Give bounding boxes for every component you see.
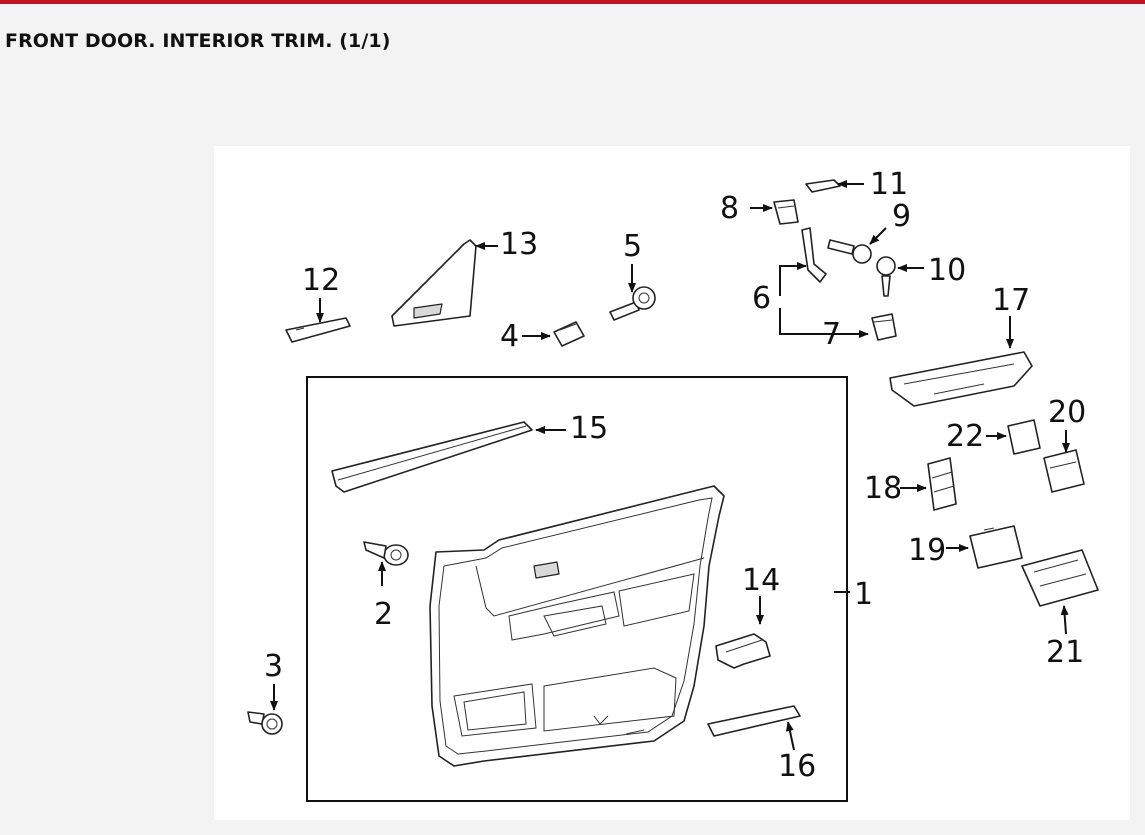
callout-5[interactable]: 5 <box>623 229 642 264</box>
leader-16 <box>785 721 795 751</box>
callout-20[interactable]: 20 <box>1048 395 1086 430</box>
callout-13[interactable]: 13 <box>500 227 538 262</box>
top-accent-bar <box>0 0 1145 4</box>
part-17-switch-base[interactable] <box>889 351 1033 407</box>
diagram-canvas: 1 2 3 4 5 6 7 8 9 10 11 12 13 14 15 16 1… <box>247 167 1099 802</box>
callout-16[interactable]: 16 <box>778 749 816 784</box>
part-18-switch[interactable] <box>927 457 957 511</box>
part-10-screw[interactable] <box>876 256 896 297</box>
callout-17[interactable]: 17 <box>992 283 1030 318</box>
part-7-clip[interactable] <box>871 313 897 341</box>
part-14-bracket[interactable] <box>715 633 771 669</box>
page-title: FRONT DOOR. INTERIOR TRIM. (1/1) <box>5 30 391 52</box>
leader-9 <box>869 227 887 245</box>
callout-6[interactable]: 6 <box>752 281 771 316</box>
parts-diagram: 1 2 3 4 5 6 7 8 9 10 11 12 13 14 15 16 1… <box>214 146 1130 820</box>
callout-19[interactable]: 19 <box>908 533 946 568</box>
callout-4[interactable]: 4 <box>500 319 519 354</box>
callout-12[interactable]: 12 <box>302 263 340 298</box>
assembly-frame <box>306 376 848 802</box>
part-1-door-panel[interactable] <box>429 485 725 767</box>
callout-2[interactable]: 2 <box>374 597 393 632</box>
part-20-switch[interactable] <box>1043 449 1085 493</box>
part-19-switch[interactable] <box>969 525 1023 569</box>
callout-22[interactable]: 22 <box>946 419 984 454</box>
part-8-clip[interactable] <box>773 199 799 225</box>
part-21-master-switch[interactable] <box>1021 549 1099 607</box>
callout-15[interactable]: 15 <box>570 411 608 446</box>
callout-8[interactable]: 8 <box>720 191 739 226</box>
part-9-screw[interactable] <box>827 239 872 264</box>
leader-7 <box>779 308 844 335</box>
part-22-switch[interactable] <box>1007 419 1041 455</box>
part-16-strip[interactable] <box>707 705 801 737</box>
part-3-bolt[interactable] <box>247 711 283 735</box>
callout-21[interactable]: 21 <box>1046 635 1084 670</box>
callout-10[interactable]: 10 <box>928 253 966 288</box>
callout-3[interactable]: 3 <box>264 649 283 684</box>
callout-18[interactable]: 18 <box>864 471 902 506</box>
callout-7[interactable]: 7 <box>822 317 841 352</box>
part-6-bracket[interactable] <box>801 227 827 283</box>
callout-9[interactable]: 9 <box>892 199 911 234</box>
part-11-pad[interactable] <box>805 179 841 193</box>
callout-14[interactable]: 14 <box>742 563 780 598</box>
callout-11[interactable]: 11 <box>870 167 908 202</box>
callout-1[interactable]: 1 <box>854 577 873 612</box>
part-4-connector[interactable] <box>553 321 585 347</box>
leader-21 <box>1060 605 1069 635</box>
leader-6 <box>779 265 796 296</box>
part-2-clip[interactable] <box>363 541 409 566</box>
part-12-small-trim[interactable] <box>285 317 351 343</box>
part-15-trim-strip[interactable] <box>331 421 533 493</box>
part-13-corner-trim[interactable] <box>391 239 477 327</box>
part-5-screw[interactable] <box>609 286 656 321</box>
